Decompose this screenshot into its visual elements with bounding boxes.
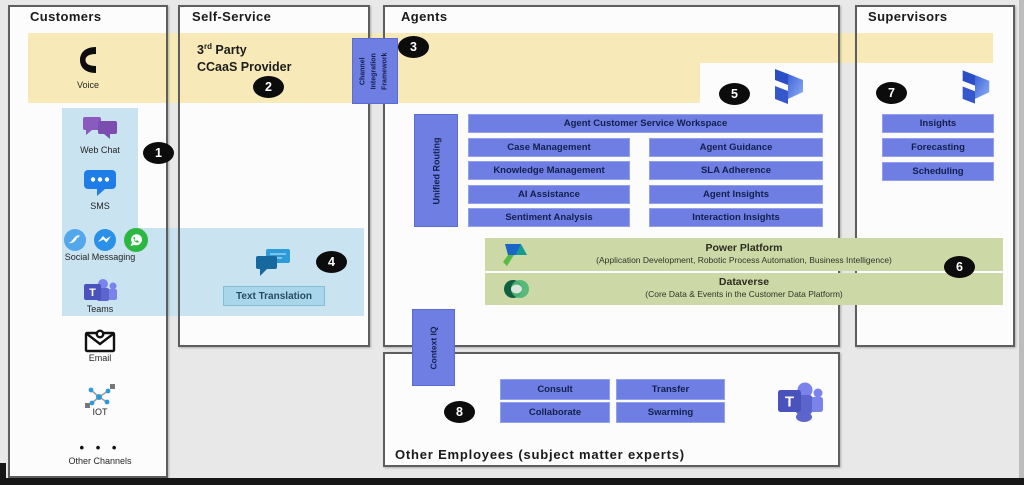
unified-routing-box: Unified Routing	[414, 114, 458, 227]
badge-8: 8	[444, 401, 475, 423]
agent-guidance-box: Agent Guidance	[649, 138, 823, 157]
dynamics365-icon-supervisors	[956, 70, 994, 110]
case-management-box: Case Management	[468, 138, 630, 157]
consult-box: Consult	[500, 379, 610, 400]
customers-title: Customers	[30, 9, 102, 24]
ellipsis-icon: • • •	[79, 440, 121, 455]
badge-2: 2	[253, 76, 284, 98]
svg-text:T: T	[785, 394, 794, 411]
cif-line3: Framework	[381, 52, 389, 90]
forecasting-box: Forecasting	[882, 138, 994, 157]
dataverse-subtitle: (Core Data & Events in the Customer Data…	[645, 289, 843, 299]
transfer-box: Transfer	[616, 379, 725, 400]
customers-channel-column: Voice Web Chat SMS	[62, 0, 148, 478]
twitter-icon	[64, 229, 86, 251]
agent-workspace-box: Agent Customer Service Workspace	[468, 114, 823, 133]
text-translation-icon	[252, 246, 294, 285]
other-employees-panel-border	[383, 352, 840, 467]
supervisors-panel-border	[855, 5, 1015, 347]
badge-4: 4	[316, 251, 347, 273]
channel-label-email: Email	[88, 353, 112, 363]
agent-insights-box: Agent Insights	[649, 185, 823, 204]
context-iq-box: Context IQ	[412, 309, 455, 386]
power-platform-icon	[503, 244, 527, 266]
channel-label-iot: IOT	[92, 407, 108, 417]
insights-box: Insights	[882, 114, 994, 133]
channel-label-teams: Teams	[86, 304, 114, 314]
ai-assistance-box: AI Assistance	[468, 185, 630, 204]
channel-label-social-messaging: Social Messaging	[64, 252, 136, 262]
sms-icon	[62, 167, 138, 199]
agents-panel-border	[383, 5, 840, 347]
text-translation-label: Text Translation	[223, 286, 325, 306]
dataverse-band: Dataverse (Core Data & Events in the Cus…	[485, 273, 1003, 305]
phone-icon	[50, 44, 126, 76]
dataverse-title: Dataverse	[718, 276, 770, 288]
cif-line1: Channel	[359, 57, 367, 85]
interaction-insights-box: Interaction Insights	[649, 208, 823, 227]
sla-adherence-box: SLA Adherence	[649, 161, 823, 180]
context-iq-label: Context IQ	[428, 326, 439, 369]
badge-5: 5	[719, 83, 750, 105]
left-edge-notch	[0, 463, 6, 485]
scheduling-box: Scheduling	[882, 162, 994, 181]
dataverse-icon	[504, 280, 529, 298]
iot-icon	[62, 382, 138, 410]
social-messaging-icons	[62, 227, 152, 253]
power-platform-band: Power Platform (Application Development,…	[485, 238, 1003, 271]
self-service-panel-border	[178, 5, 370, 347]
messenger-icon	[94, 229, 116, 251]
customers-panel-border	[8, 5, 168, 478]
provider-line2: CCaaS Provider	[197, 60, 292, 75]
ccaas-provider-label: 3rd Party CCaaS Provider	[197, 38, 291, 76]
badge-3: 3	[398, 36, 429, 58]
teams-icon: T	[62, 278, 138, 306]
svg-text:T: T	[89, 287, 96, 299]
collaborate-box: Collaborate	[500, 402, 610, 423]
channel-label-other-channels: Other Channels	[68, 456, 132, 466]
provider-rest: Party	[211, 43, 247, 58]
badge-7: 7	[876, 82, 907, 104]
dynamics365-icon-agents	[768, 69, 808, 110]
badge-1: 1	[143, 142, 174, 164]
channel-label-sms: SMS	[90, 201, 110, 211]
knowledge-management-box: Knowledge Management	[468, 161, 630, 180]
channel-label-web-chat: Web Chat	[80, 145, 120, 155]
teams-icon-large: T	[772, 381, 826, 428]
provider-ord: rd	[203, 42, 212, 51]
email-icon	[62, 328, 138, 354]
web-chat-icon	[62, 115, 138, 143]
cif-line2: Integration	[370, 52, 378, 90]
other-employees-title: Other Employees (subject matter experts)	[395, 447, 685, 462]
power-platform-title: Power Platform	[705, 242, 783, 254]
right-edge-strip	[1019, 0, 1024, 485]
bottom-edge-bar	[0, 478, 1024, 485]
supervisors-title: Supervisors	[868, 9, 948, 24]
agents-title: Agents	[401, 9, 448, 24]
channel-label-voice: Voice	[76, 80, 100, 90]
whatsapp-icon	[124, 228, 148, 252]
swarming-box: Swarming	[616, 402, 725, 423]
badge-6: 6	[944, 256, 975, 278]
self-service-title: Self-Service	[192, 9, 272, 24]
power-platform-subtitle: (Application Development, Robotic Proces…	[596, 255, 892, 265]
unified-routing-label: Unified Routing	[431, 137, 441, 204]
channel-integration-framework-box: Channel Integration Framework	[352, 38, 398, 104]
sentiment-analysis-box: Sentiment Analysis	[468, 208, 630, 227]
provider-num: 3	[197, 43, 204, 58]
voice-yellow-band	[28, 33, 993, 63]
